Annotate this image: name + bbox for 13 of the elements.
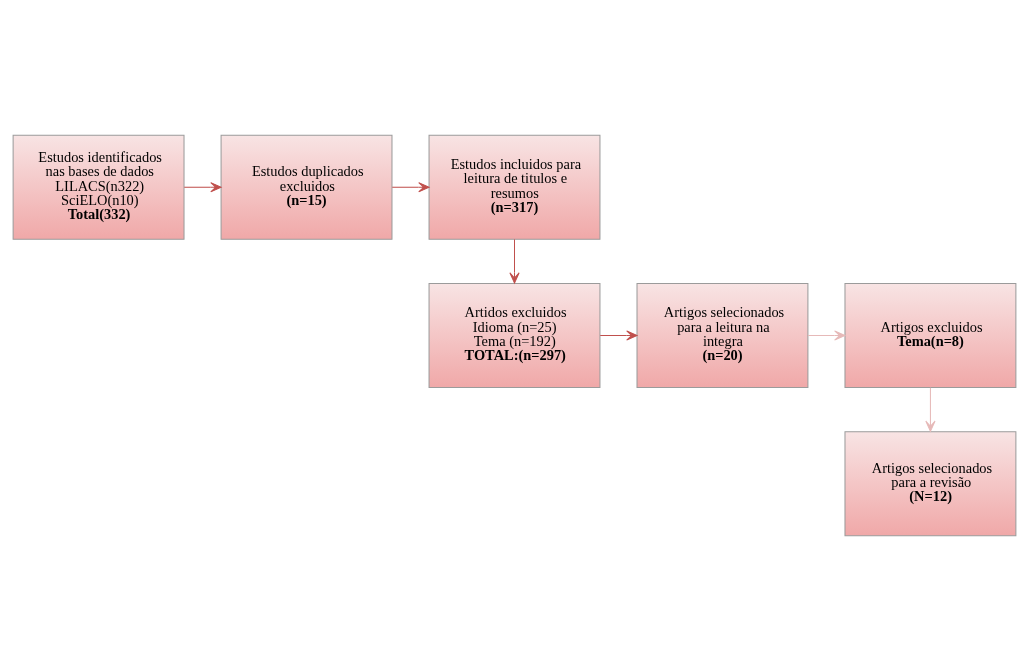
node-box: Artidos excluidos Idioma (n=25) Tema (n=192) TOTAL:(n=297) (428, 282, 600, 388)
node-box: Artigos excluidos Tema(n=8) (843, 282, 1016, 388)
arrow (391, 181, 430, 192)
arrow (508, 238, 520, 284)
arrow (924, 386, 936, 432)
node-box: Estudos identificados nas bases de dados LILACS(n322) SciELO(n10) Total(332) (12, 134, 185, 240)
node-box: Estudos duplicados excluidos (n=15) (220, 134, 392, 240)
arrow (807, 329, 845, 341)
arrow (599, 329, 637, 341)
arrow (183, 181, 222, 192)
node-box: Estudos incluidos para leitura de titulos e resumos (n=317) (428, 134, 600, 240)
node-box: Artigos selecionados para a revisão (N=12) (843, 430, 1016, 536)
node-box: Artigos selecionados para a leitura na integra (n=20) (636, 282, 808, 388)
